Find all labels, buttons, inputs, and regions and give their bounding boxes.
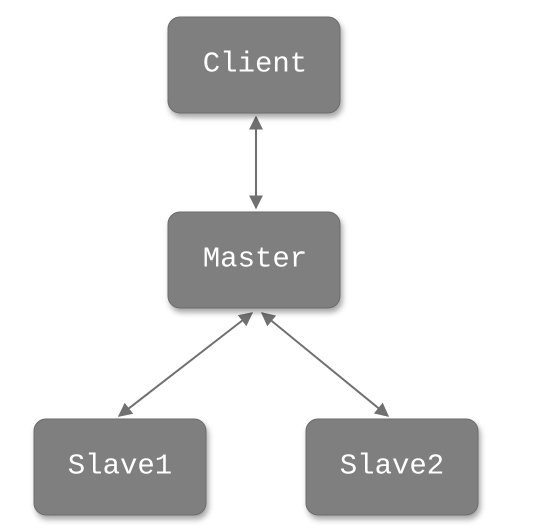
- edge-master-slave1: [117, 312, 254, 417]
- node-master-label: Master: [203, 243, 307, 276]
- node-client-box: [167, 16, 341, 114]
- node-master-box: [167, 211, 341, 309]
- node-master: Master: [167, 211, 341, 309]
- node-client: Client: [167, 16, 341, 114]
- node-client-label: Client: [203, 48, 307, 81]
- edge-master-slave2: [260, 312, 390, 417]
- node-slave2-label: Slave2: [340, 450, 444, 483]
- node-slave2: Slave2: [305, 418, 479, 516]
- node-slave1-label: Slave1: [68, 450, 172, 483]
- node-slave1-box: [33, 418, 207, 516]
- node-slave1: Slave1: [33, 418, 207, 516]
- node-slave2-box: [305, 418, 479, 516]
